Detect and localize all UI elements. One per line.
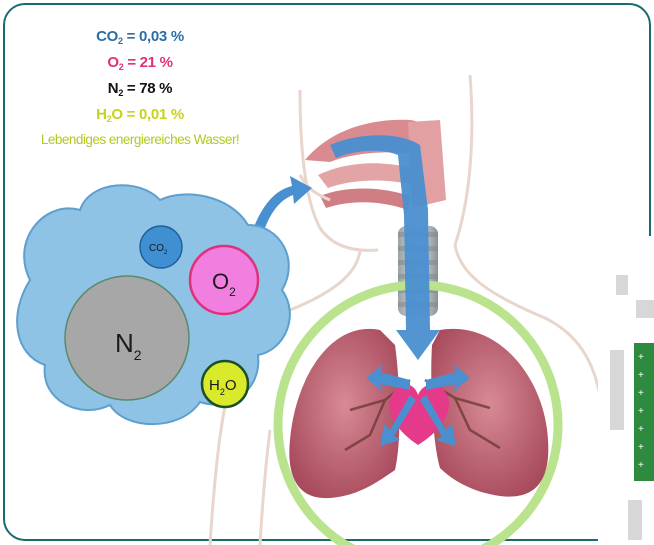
legend-n2: N2 = 78 % <box>0 78 280 104</box>
legend-co2: CO2 = 0,03 % <box>0 26 280 52</box>
svg-text:+: + <box>638 352 644 363</box>
svg-text:+: + <box>638 460 644 471</box>
svg-text:+: + <box>638 442 644 453</box>
h2o-bubble: H2O <box>202 361 248 407</box>
n2-bubble: N2 <box>65 276 189 400</box>
legend-h2o: H2O = 0,01 % <box>0 104 280 130</box>
co2-bubble: CO2 <box>140 226 182 268</box>
svg-text:+: + <box>638 370 644 381</box>
svg-text:+: + <box>638 424 644 435</box>
side-panel-fragment: + + + + + + + <box>598 236 654 545</box>
o2-bubble: O2 <box>190 246 258 314</box>
gas-composition-legend: CO2 = 0,03 % O2 = 21 % N2 = 78 % H2O = 0… <box>0 26 280 149</box>
svg-text:+: + <box>638 388 644 399</box>
legend-water-note: Lebendiges energiereiches Wasser! <box>0 130 280 149</box>
legend-o2: O2 = 21 % <box>0 52 280 78</box>
svg-text:+: + <box>638 406 644 417</box>
